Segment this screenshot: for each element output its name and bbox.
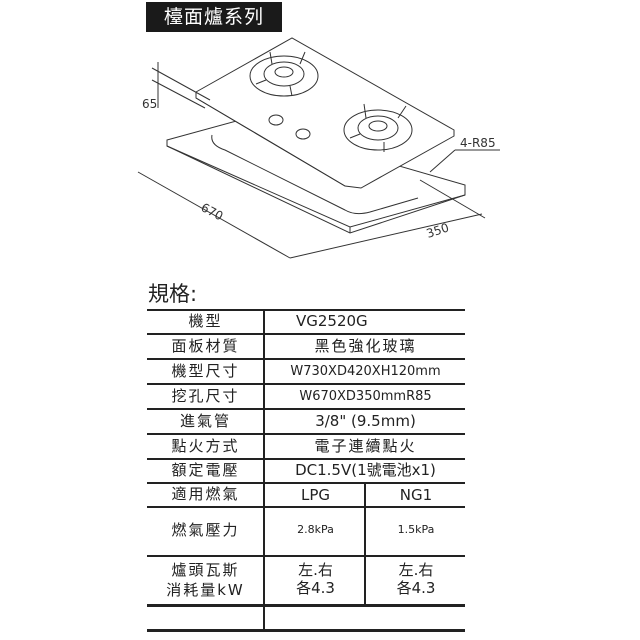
label-size: 機型尺寸 [171,362,240,380]
burner-right-icon [343,103,413,152]
value-ignition: 電子連續點火 [314,437,417,455]
consumption-ng-2: 各4.3 [396,579,436,597]
label-pressure: 燃氣壓力 [171,521,240,539]
value-panel: 黑色強化玻璃 [314,337,417,355]
label-panel: 面板材質 [171,337,240,355]
label-ignition: 點火方式 [171,437,240,455]
consumption-lpg-1: 左.右 [298,561,333,579]
knobs-icon [268,114,311,140]
consumption-lpg-2: 各4.3 [296,579,335,597]
spec-title: 規格: [148,282,198,306]
value-model: VG2520G [296,312,368,330]
value-cutout: W670XD350mmR85 [299,389,432,404]
dim-depth: 350 [425,220,451,240]
label-model: 機型 [188,312,223,330]
consumption-ng-1: 左.右 [398,561,434,579]
dimension-lines [137,62,500,259]
dim-height: 65 [142,97,157,111]
dim-width: 670 [199,200,226,223]
burner-left-icon [249,51,319,97]
value-inlet: 3/8" (9.5mm) [315,412,416,430]
pressure-lpg: 2.8kPa [297,523,334,536]
series-title: 檯面爐系列 [146,2,282,32]
value-voltage: DC1.5V(1號電池x1) [295,461,436,479]
label-voltage: 額定電壓 [171,461,240,479]
label-consumption-1: 爐頭瓦斯 [171,561,240,579]
gas-ng: NG1 [399,486,433,504]
pressure-ng: 1.5kPa [397,523,435,536]
glass-top [195,37,455,189]
value-size: W730XD420XH120mm [290,364,441,379]
label-consumption-2: 消耗量kW [166,581,245,599]
label-inlet: 進氣管 [179,412,231,430]
cooktop-diagram: 65 4-R85 670 350 [137,37,500,259]
dim-radius: 4-R85 [460,136,496,150]
label-cutout: 挖孔尺寸 [171,387,240,405]
gas-lpg: LPG [300,486,331,504]
label-gas: 適用燃氣 [171,485,240,503]
